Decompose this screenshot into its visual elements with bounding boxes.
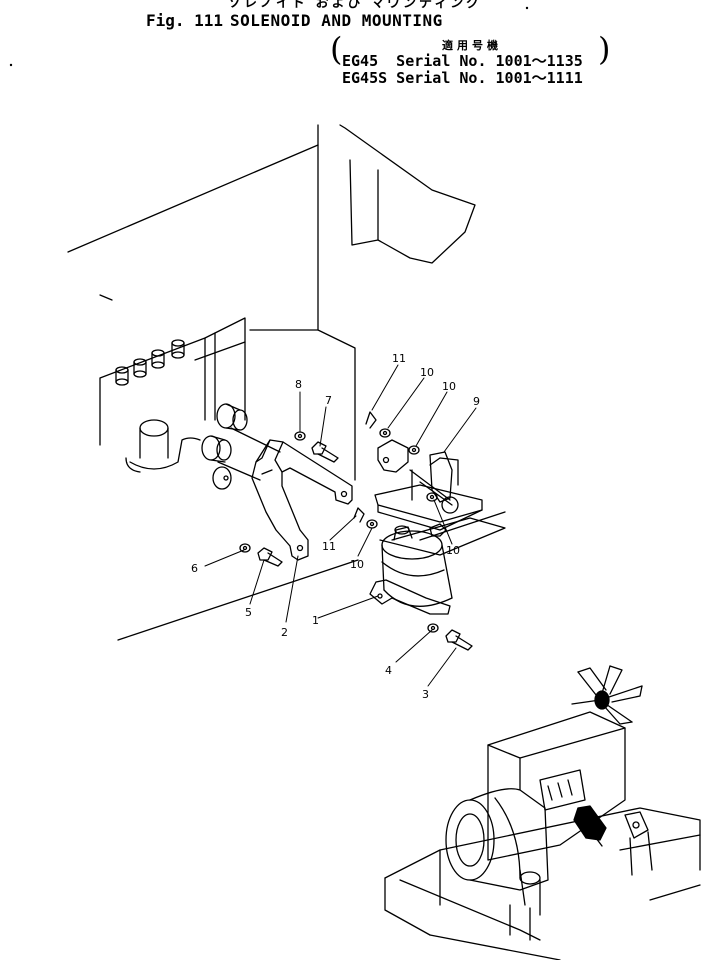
figure-title: SOLENOID AND MOUNTING bbox=[230, 11, 443, 30]
callout-8: 8 bbox=[295, 378, 302, 391]
bracket-part-2 bbox=[251, 439, 353, 561]
location-inset-engine bbox=[384, 665, 701, 960]
japanese-title: ソレノイド および マウンティング bbox=[228, 0, 483, 11]
open-paren: ( bbox=[330, 30, 343, 68]
serial-range-eg45: EG45 Serial No. 1001～1135 bbox=[342, 52, 583, 70]
callout-9: 9 bbox=[473, 395, 480, 408]
machine-frame-outline bbox=[67, 124, 506, 641]
solenoid-part-1 bbox=[369, 523, 453, 615]
callout-11b: 11 bbox=[322, 540, 336, 553]
callout-10a: 10 bbox=[420, 366, 434, 379]
serial-range-eg45s: EG45S Serial No. 1001～1111 bbox=[342, 69, 583, 87]
callout-11a: 11 bbox=[392, 352, 406, 365]
callout-10d: 10 bbox=[446, 544, 460, 557]
callout-10b: 10 bbox=[442, 380, 456, 393]
callout-7: 7 bbox=[325, 394, 332, 407]
close-paren: ) bbox=[598, 30, 611, 68]
callout-3: 3 bbox=[422, 688, 429, 701]
callout-6: 6 bbox=[191, 562, 198, 575]
applicability-label: 適用号機 bbox=[442, 39, 502, 52]
callout-5: 5 bbox=[245, 606, 252, 619]
figure-number: Fig. 111 bbox=[146, 11, 224, 30]
leader-lines bbox=[204, 364, 477, 687]
callout-4: 4 bbox=[385, 664, 392, 677]
hardware-items bbox=[239, 411, 473, 651]
engine-top-phantom bbox=[99, 317, 246, 473]
callout-labels: 1 2 3 4 5 6 7 8 9 10 10 10 10 11 11 bbox=[191, 352, 480, 701]
callout-2: 2 bbox=[281, 626, 288, 639]
callout-1: 1 bbox=[312, 614, 319, 627]
callout-10c: 10 bbox=[350, 558, 364, 571]
mounting-plate bbox=[374, 439, 506, 556]
rubber-mounts bbox=[201, 403, 281, 490]
